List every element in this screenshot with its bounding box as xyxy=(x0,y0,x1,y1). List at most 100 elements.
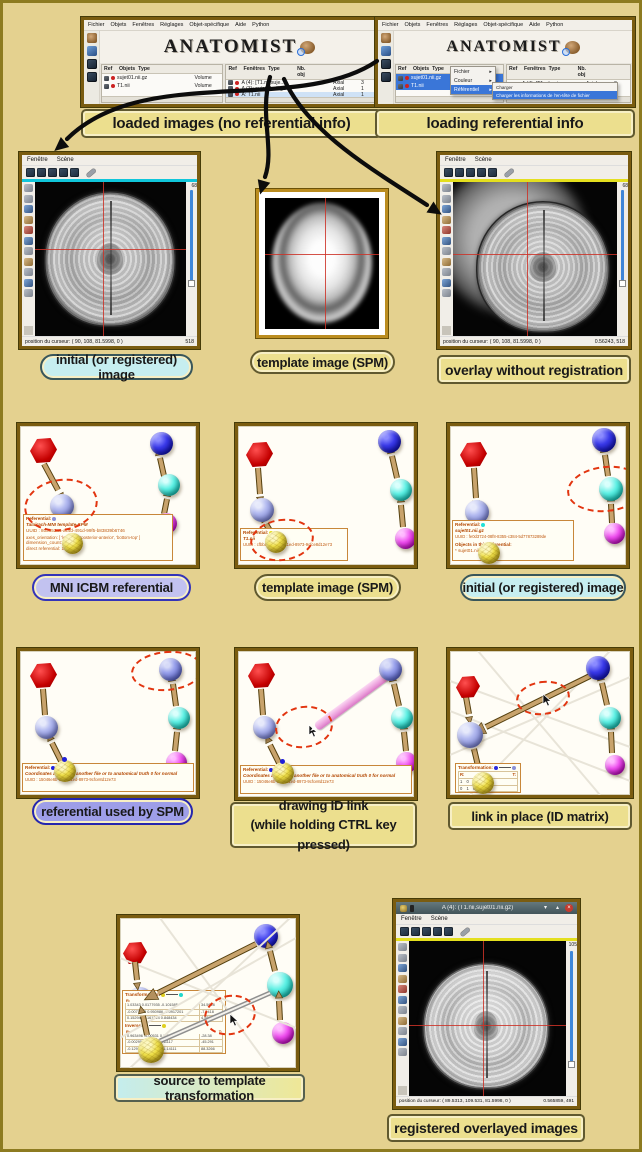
menu-scene[interactable]: Scène xyxy=(430,916,448,922)
slice-canvas[interactable] xyxy=(35,182,186,336)
3d-view-button[interactable] xyxy=(444,927,453,936)
scrollbar[interactable] xyxy=(396,96,503,102)
measure-tool-icon[interactable] xyxy=(24,268,33,276)
referential-node-magenta[interactable] xyxy=(604,523,625,544)
paint-tool-icon[interactable] xyxy=(398,1006,407,1014)
resize-corner[interactable] xyxy=(442,326,451,335)
browser-window-icon[interactable] xyxy=(86,72,97,82)
flight-tool-icon[interactable] xyxy=(24,236,33,245)
referential-node-hexagon[interactable] xyxy=(246,442,273,467)
coronal-view-button[interactable] xyxy=(411,927,420,936)
slider-track[interactable] xyxy=(570,951,573,1063)
eraser-tool-icon[interactable] xyxy=(24,257,33,266)
menu-aide[interactable]: Aide xyxy=(529,22,541,28)
measure-tool-icon[interactable] xyxy=(398,1027,407,1035)
menu-python[interactable]: Python xyxy=(546,22,564,28)
wrench-icon[interactable] xyxy=(86,167,96,178)
zoom-tool-icon[interactable] xyxy=(398,953,407,962)
referential-node-blue[interactable] xyxy=(592,428,616,452)
slice-slider[interactable]: 105 xyxy=(566,941,577,1096)
submenu-item-charger[interactable]: Charger xyxy=(493,83,617,91)
oblique-view-button[interactable] xyxy=(59,168,68,177)
gis-icon[interactable] xyxy=(380,33,391,43)
folder-tool-icon[interactable] xyxy=(398,1037,407,1046)
slice-slider[interactable]: 68 xyxy=(186,182,197,336)
referential-node-magenta[interactable] xyxy=(272,1022,294,1044)
shfj-icon[interactable] xyxy=(86,46,97,56)
rotate-tool-icon[interactable] xyxy=(442,184,451,192)
translate-tool-icon[interactable] xyxy=(24,215,33,224)
slider-track[interactable] xyxy=(190,190,193,282)
close-button[interactable]: × xyxy=(565,904,573,912)
window-titlebar[interactable]: A (4): (T1.nii,sujet01.nii.gz) ▾ ▴ × xyxy=(396,902,577,914)
template-canvas[interactable] xyxy=(265,198,379,329)
referential-node-yellow[interactable] xyxy=(478,542,500,564)
referential-node-magenta[interactable] xyxy=(605,755,625,775)
axial-view-button[interactable] xyxy=(400,927,409,936)
cut-tool-icon[interactable] xyxy=(398,985,407,993)
sagittal-view-button[interactable] xyxy=(422,927,431,936)
oblique-view-button[interactable] xyxy=(477,168,486,177)
rotate-tool-icon[interactable] xyxy=(24,184,33,192)
referential-node-template[interactable] xyxy=(267,972,293,998)
menu-fenetre[interactable]: Fenêtre xyxy=(401,916,422,922)
label-tool-icon[interactable] xyxy=(442,289,451,297)
slider-track[interactable] xyxy=(621,190,624,282)
context-menu-item-fichier[interactable]: Fichier ▸ xyxy=(451,67,495,76)
folder-tool-icon[interactable] xyxy=(442,278,451,287)
referential-node-hexagon[interactable] xyxy=(30,438,57,463)
referential-node-hexagon[interactable] xyxy=(248,663,275,688)
oblique-view-button[interactable] xyxy=(433,927,442,936)
referential-node-blue[interactable] xyxy=(586,656,610,680)
wrench-icon[interactable] xyxy=(504,167,514,178)
menu-fichier[interactable]: Fichier xyxy=(382,22,399,28)
gis-icon[interactable] xyxy=(86,33,97,43)
referential-node-yellow[interactable] xyxy=(62,533,83,554)
referential-node-cyan[interactable] xyxy=(599,707,621,729)
resize-corner[interactable] xyxy=(398,1086,407,1095)
shfj-icon[interactable] xyxy=(380,46,391,56)
flight-tool-icon[interactable] xyxy=(442,236,451,245)
menu-fichier[interactable]: Fichier xyxy=(88,22,105,28)
referential-node-lavender[interactable] xyxy=(250,498,274,522)
translate-tool-icon[interactable] xyxy=(442,215,451,224)
slider-thumb[interactable] xyxy=(568,1061,575,1068)
slider-thumb[interactable] xyxy=(619,280,626,287)
scrollbar[interactable] xyxy=(102,96,223,102)
browser-window-icon[interactable] xyxy=(380,72,391,82)
maximize-button[interactable]: ▴ xyxy=(555,904,559,911)
flight-tool-icon[interactable] xyxy=(398,995,407,1004)
label-tool-icon[interactable] xyxy=(24,289,33,297)
referential-node-hexagon[interactable] xyxy=(123,942,147,964)
referential-node-cyan[interactable] xyxy=(168,707,190,729)
menu-reglages[interactable]: Réglages xyxy=(454,22,478,28)
menu-reglages[interactable]: Réglages xyxy=(160,22,184,28)
referential-node-template[interactable] xyxy=(265,531,287,553)
slice-canvas[interactable] xyxy=(409,941,566,1096)
menu-python[interactable]: Python xyxy=(252,22,270,28)
cut-tool-icon[interactable] xyxy=(442,226,451,234)
eraser-tool-icon[interactable] xyxy=(442,257,451,266)
referential-node-spm[interactable] xyxy=(159,658,182,681)
referential-node-source[interactable] xyxy=(138,1037,164,1063)
referential-node-magenta[interactable] xyxy=(395,528,414,549)
referential-node-spm[interactable] xyxy=(379,658,402,681)
menu-objet-specifique[interactable]: Objet-spécifique xyxy=(189,22,230,28)
referential-node-cyan[interactable] xyxy=(391,707,413,729)
select-tool-icon[interactable] xyxy=(24,205,33,213)
referential-node-blue[interactable] xyxy=(254,924,278,948)
sagittal-view-button[interactable] xyxy=(466,168,475,177)
menu-objet-specifique[interactable]: Objet-spécifique xyxy=(483,22,524,28)
scrollbar[interactable] xyxy=(226,97,377,102)
referential-node-blue[interactable] xyxy=(150,432,173,455)
referential-node-yellow[interactable] xyxy=(54,760,76,782)
coronal-view-button[interactable] xyxy=(37,168,46,177)
context-menu-item-couleur[interactable]: Couleur ▸ xyxy=(451,76,495,85)
rotate-tool-icon[interactable] xyxy=(398,943,407,951)
translate-tool-icon[interactable] xyxy=(398,974,407,983)
referential-node-lavender[interactable] xyxy=(457,722,483,748)
zoom-tool-icon[interactable] xyxy=(442,194,451,203)
slice-canvas[interactable] xyxy=(453,182,617,336)
folder-tool-icon[interactable] xyxy=(24,278,33,287)
axial-view-button[interactable] xyxy=(444,168,453,177)
